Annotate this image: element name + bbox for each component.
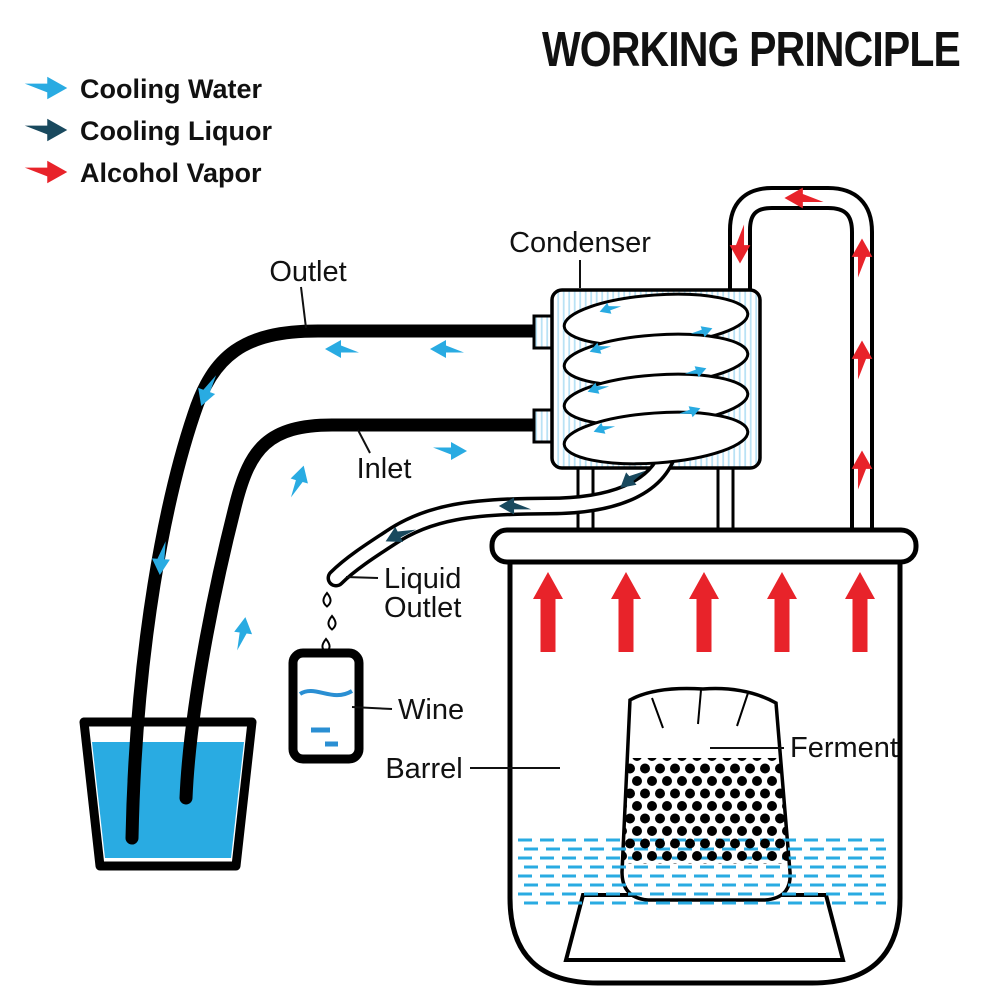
liquid-outlet-pointer	[345, 576, 379, 579]
outlet-hose	[125, 324, 559, 845]
water-arrow-icon	[325, 340, 359, 358]
legend-item-alcohol-vapor: Alcohol Vapor	[24, 158, 262, 188]
inlet-hose	[179, 418, 559, 805]
cup-water-line	[298, 688, 354, 698]
page-title: WORKING PRINCIPLE	[542, 23, 960, 77]
label-liquid-outlet-line2: Outlet	[384, 592, 461, 624]
label-wine: Wine	[398, 694, 464, 726]
cooling-liquor-arrow-icon	[24, 118, 68, 142]
label-condenser: Condenser	[509, 227, 651, 259]
ferment-stand	[563, 893, 846, 962]
wine-drips	[321, 591, 337, 654]
outlet-pointer	[300, 286, 307, 329]
legend: Cooling Water Cooling Liquor Alcohol Vap…	[24, 74, 272, 188]
bag-crinkles	[651, 689, 749, 729]
wine-pointer	[351, 706, 393, 710]
drip-icon	[327, 614, 337, 631]
water-arrow-icon	[433, 442, 467, 460]
alcohol-vapor-arrow-icon	[24, 160, 68, 184]
label-outlet: Outlet	[269, 256, 346, 288]
label-barrel: Barrel	[385, 753, 462, 785]
legend-item-cooling-water: Cooling Water	[24, 74, 262, 104]
legend-label-alcohol-vapor: Alcohol Vapor	[80, 158, 262, 188]
legend-label-cooling-water: Cooling Water	[80, 74, 262, 104]
legend-item-cooling-liquor: Cooling Liquor	[24, 116, 272, 146]
label-ferment: Ferment	[790, 732, 898, 764]
cup-water-marks	[311, 727, 338, 747]
bucket-water	[92, 742, 244, 858]
cooling-water-arrow-icon	[24, 76, 68, 100]
drip-icon	[322, 591, 332, 608]
condenser	[326, 288, 762, 588]
water-arrow-icon	[430, 340, 464, 358]
liquid-outlet-tube	[326, 436, 680, 588]
inlet-pointer	[357, 429, 371, 454]
water-arrow-icon	[231, 615, 255, 653]
cooling-hoses	[125, 324, 559, 845]
ferment-grain-dots	[622, 758, 791, 864]
barrel	[489, 527, 919, 986]
legend-label-cooling-liquor: Cooling Liquor	[80, 116, 272, 146]
label-inlet: Inlet	[357, 453, 412, 485]
condenser-coil	[562, 292, 750, 466]
wine-cup	[288, 648, 364, 764]
label-liquid-outlet-line1: Liquid	[384, 563, 461, 595]
cooling-water-bucket	[84, 722, 252, 866]
bucket-outline	[79, 717, 257, 871]
barrel-lid	[489, 527, 919, 565]
water-arrow-icon	[285, 463, 313, 501]
pointer-lines	[300, 260, 784, 769]
